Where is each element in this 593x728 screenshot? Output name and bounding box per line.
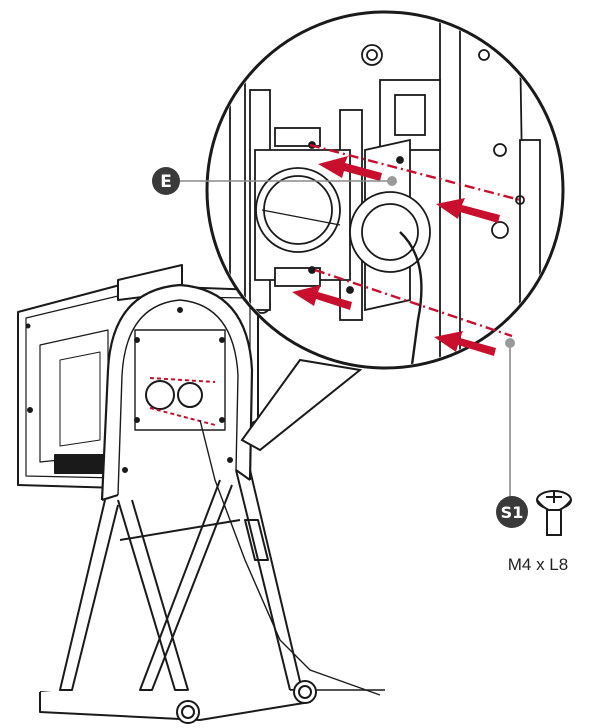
callout-s1: S1 xyxy=(496,338,528,528)
callout-e: E xyxy=(152,167,397,195)
callout-badge-e xyxy=(152,167,180,195)
callout-label-e: E xyxy=(160,172,172,192)
screw-icon xyxy=(536,490,572,536)
stand xyxy=(17,264,385,724)
frame-arrows xyxy=(149,377,216,426)
callout-badge-s1 xyxy=(496,496,528,528)
alignment-lines xyxy=(309,143,521,338)
caster-right xyxy=(293,680,317,704)
callout-label-s1: S1 xyxy=(501,503,524,522)
leader-dot-e xyxy=(387,176,397,186)
frame-arch xyxy=(100,283,254,501)
caster-left xyxy=(176,700,200,724)
screw-spec: M4 x L8 xyxy=(508,555,568,574)
direction-arrows xyxy=(292,156,500,356)
leader-dot-s1 xyxy=(505,338,515,348)
